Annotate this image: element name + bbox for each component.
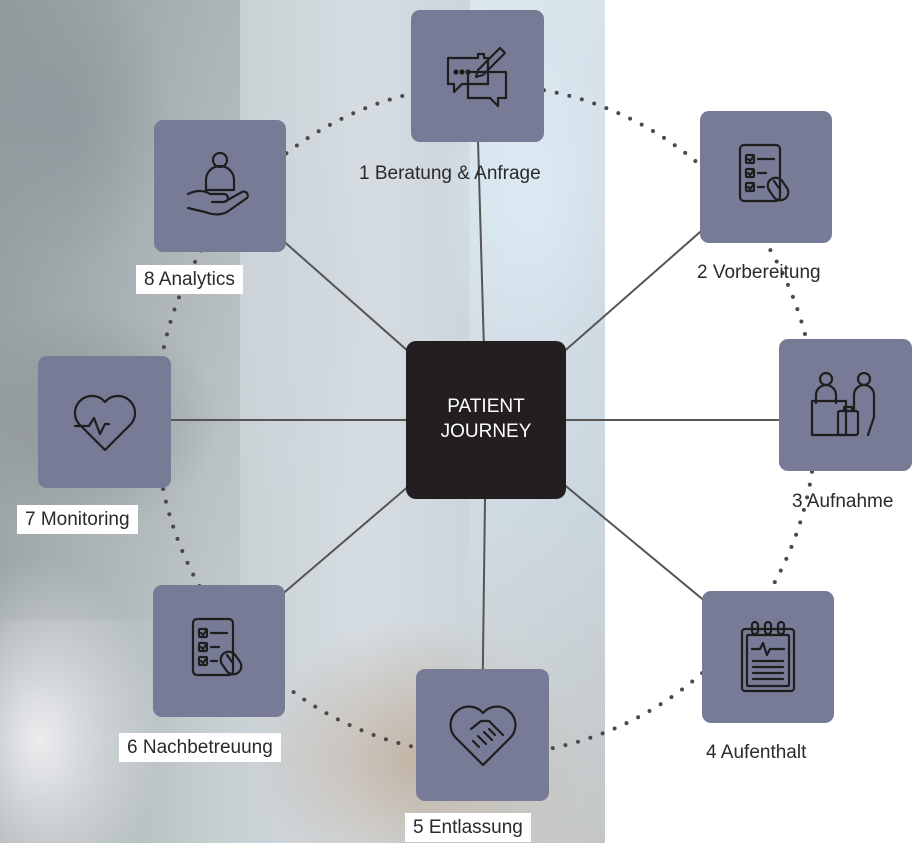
step-3-label: 3 Aufnahme bbox=[792, 491, 894, 512]
patient-journey-center: PATIENT JOURNEY bbox=[406, 341, 566, 499]
step-8-tile[interactable] bbox=[154, 120, 286, 252]
medical-clipboard-icon bbox=[740, 620, 796, 693]
center-title-line2: JOURNEY bbox=[440, 421, 532, 442]
hand-person-icon bbox=[186, 151, 249, 216]
step-6-label: 6 Nachbetreuung bbox=[119, 733, 281, 762]
chat-edit-icon bbox=[446, 46, 507, 108]
step-2-tile[interactable] bbox=[700, 111, 832, 243]
step-3-tile[interactable] bbox=[779, 339, 912, 471]
checklist-mouse-icon bbox=[738, 143, 790, 203]
step-1-label: 1 Beratung & Anfrage bbox=[359, 163, 541, 184]
step-8-label: 8 Analytics bbox=[136, 265, 243, 294]
step-7-tile[interactable] bbox=[38, 356, 171, 488]
step-4-tile[interactable] bbox=[702, 591, 834, 723]
reception-desk-icon bbox=[810, 371, 875, 437]
heart-handshake-icon bbox=[448, 705, 517, 767]
step-5-tile[interactable] bbox=[416, 669, 549, 801]
center-title-line1: PATIENT bbox=[447, 396, 525, 418]
heart-pulse-icon bbox=[73, 394, 136, 452]
step-1-tile[interactable] bbox=[411, 10, 544, 142]
checklist-mouse-icon bbox=[191, 617, 243, 677]
step-7-label: 7 Monitoring bbox=[17, 505, 138, 534]
step-5-label: 5 Entlassung bbox=[405, 813, 531, 842]
step-6-tile[interactable] bbox=[153, 585, 285, 717]
step-4-label: 4 Aufenthalt bbox=[706, 742, 807, 763]
step-2-label: 2 Vorbereitung bbox=[697, 262, 821, 283]
